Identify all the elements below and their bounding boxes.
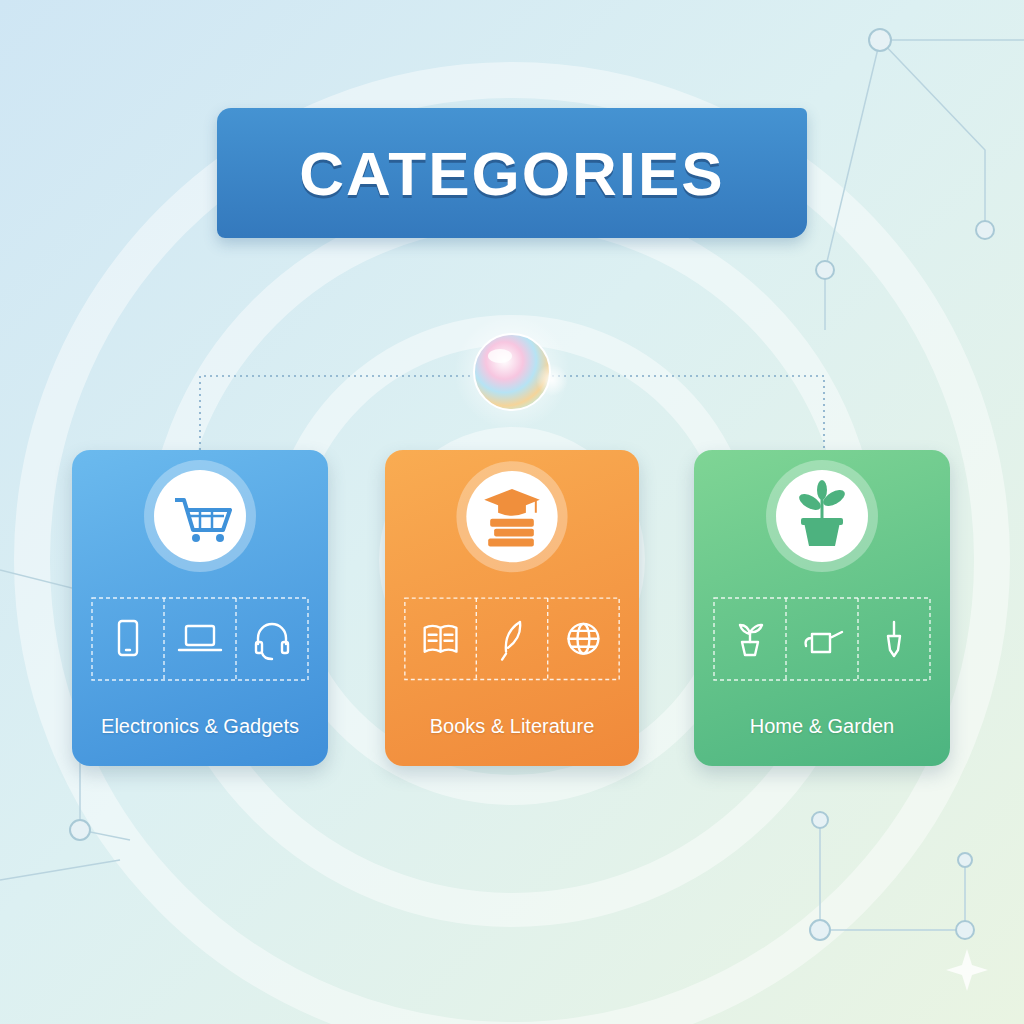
category-label: Books & Literature [430,715,595,738]
category-card: Electronics & Gadgets [72,450,328,766]
category-card: Home & Garden [694,450,950,766]
title-banner: CATEGORIES [217,108,807,238]
category-card: Books & Literature [385,450,639,766]
title-text: CATEGORIES [299,138,724,209]
category-label: Electronics & Gadgets [101,715,299,738]
category-label: Home & Garden [750,715,895,738]
